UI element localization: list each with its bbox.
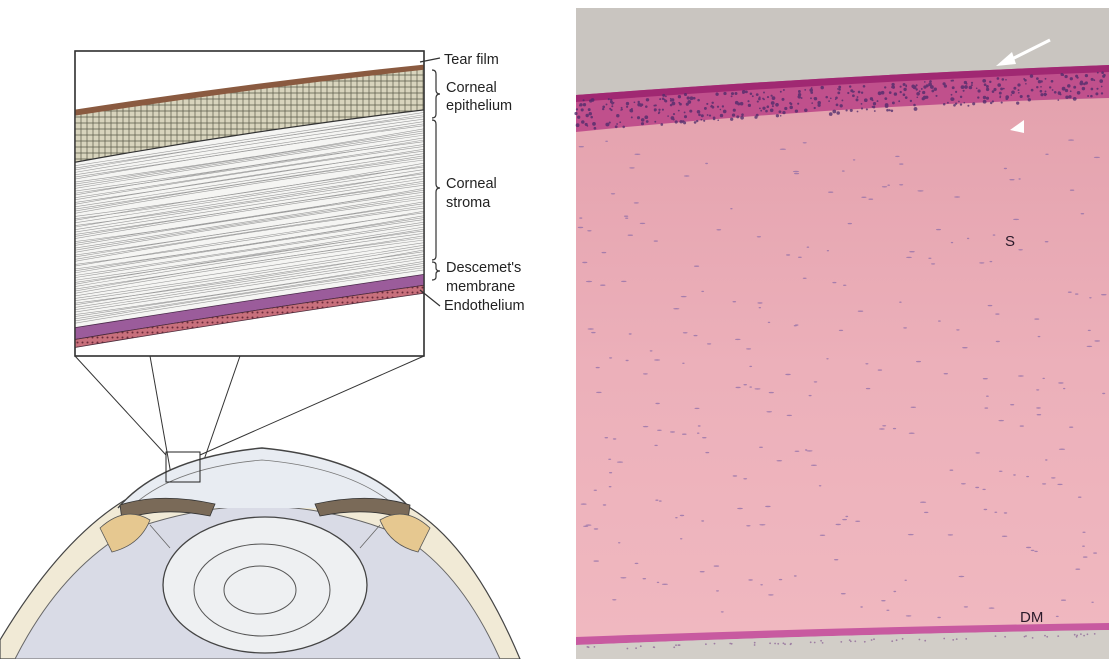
label-descemets-line1: Descemet's [446,260,521,276]
label-corneal-stroma-line2: stroma [446,195,491,211]
label-corneal-epithelium-line2: epithelium [446,98,512,114]
label-tear-film: Tear film [444,52,499,68]
cornea-micrograph: S DM [574,8,1109,659]
eye-cross-section [0,448,520,659]
label-stroma-s: S [1005,233,1015,250]
label-corneal-stroma-line1: Corneal [446,176,497,192]
lens [163,517,367,653]
brace-stroma [432,120,440,260]
micrograph-stroma [576,98,1109,642]
label-corneal-epithelium-line1: Corneal [446,80,497,96]
label-descemets-line2: membrane [446,279,515,295]
brace-epithelium [432,70,440,118]
cornea-schematic: Tear film Corneal epithelium Corneal str… [0,51,525,659]
label-endothelium: Endothelium [444,298,525,314]
cornea-layers-detail-box [60,51,440,356]
label-descemets-dm: DM [1020,609,1043,626]
brace-descemets [432,262,440,280]
